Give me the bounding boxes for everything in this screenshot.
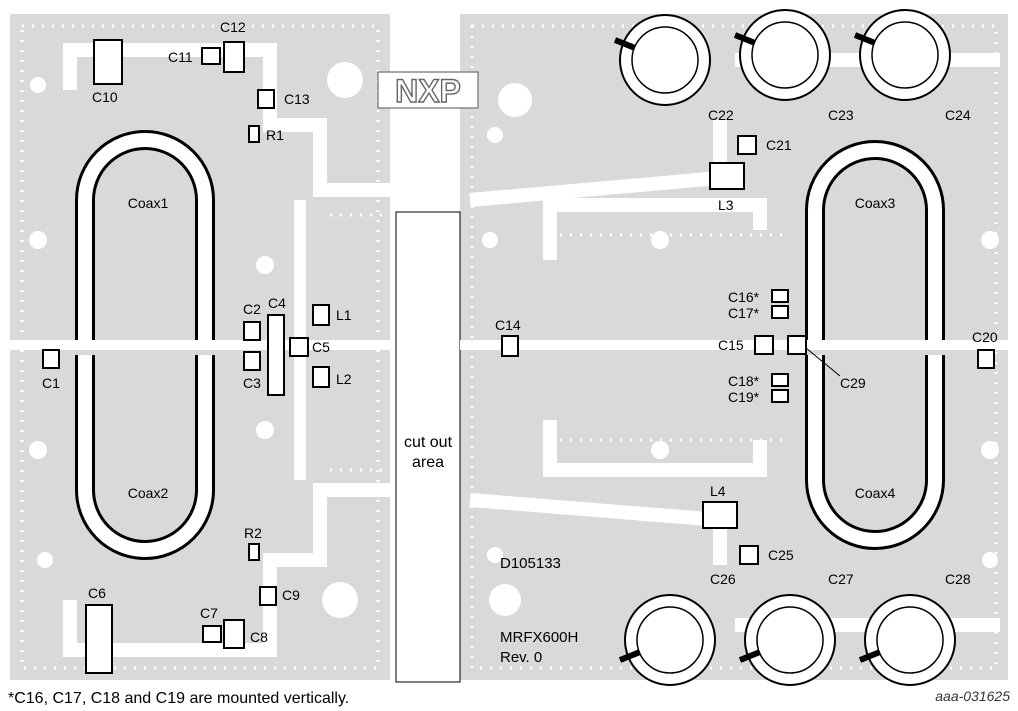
nxp-logo: NXP — [377, 71, 479, 110]
footnote: *C16, C17, C18 and C19 are mounted verti… — [8, 690, 350, 707]
part-c21 — [737, 135, 757, 155]
part-c2 — [243, 321, 261, 341]
capacitor-c27 — [738, 594, 836, 686]
mounting-holes — [29, 62, 999, 618]
capacitor-c23 — [733, 9, 831, 101]
part-c20 — [977, 349, 995, 369]
label-c7: C7 — [200, 605, 218, 621]
cutout-label-line1: cut out — [404, 434, 453, 451]
label-c28: C28 — [945, 571, 971, 587]
label-coax2: Coax2 — [128, 485, 169, 501]
label-c12: C12 — [220, 19, 246, 35]
part-c17 — [771, 305, 789, 319]
label-c14: C14 — [495, 317, 521, 333]
part-c1 — [42, 349, 60, 369]
capacitor-c22 — [613, 14, 711, 106]
part-c13 — [257, 89, 275, 109]
label-c13: C13 — [284, 91, 310, 107]
label-c26: C26 — [710, 571, 736, 587]
label-c5: C5 — [312, 339, 330, 355]
smd-components — [42, 39, 995, 674]
part-r1 — [248, 125, 260, 143]
part-c7 — [202, 625, 222, 643]
label-c25: C25 — [768, 547, 794, 563]
part-c19 — [771, 389, 789, 403]
label-c15: C15 — [718, 337, 744, 353]
c29-leader-line — [805, 347, 841, 377]
label-c10: C10 — [92, 89, 118, 105]
part-c4 — [267, 314, 285, 396]
part-c8 — [223, 619, 245, 649]
part-c6 — [85, 604, 113, 674]
part-c5 — [289, 337, 309, 357]
label-coax3: Coax3 — [855, 195, 896, 211]
part-c9 — [259, 586, 277, 606]
cutout-label-line2: area — [412, 454, 444, 471]
label-c11: C11 — [168, 49, 193, 65]
part-r2 — [248, 543, 260, 561]
label-r2: R2 — [244, 525, 262, 541]
label-c17: C17* — [728, 305, 760, 321]
logo-text: NXP — [395, 73, 461, 109]
coax1-coax2-loop — [75, 130, 215, 560]
part-c29 — [787, 335, 807, 355]
part-c14 — [501, 335, 519, 357]
via-rows — [20, 24, 998, 670]
coax3-coax4-loop — [805, 140, 945, 550]
label-c1: C1 — [42, 375, 60, 391]
label-c9: C9 — [282, 587, 300, 603]
label-c24: C24 — [945, 107, 971, 123]
board-revision: Rev. 0 — [500, 649, 542, 666]
part-l4 — [702, 501, 738, 529]
part-c16 — [771, 289, 789, 303]
part-c3 — [243, 351, 261, 371]
label-c18: C18* — [728, 373, 760, 389]
label-coax1: Coax1 — [128, 195, 169, 211]
label-c19: C19* — [728, 389, 760, 405]
figure-id: aaa-031625 — [935, 688, 1010, 704]
part-c18 — [771, 373, 789, 387]
cutout-area — [395, 211, 461, 683]
label-c23: C23 — [828, 107, 854, 123]
part-c12 — [223, 41, 245, 73]
label-c4: C4 — [268, 295, 286, 311]
part-c10 — [93, 39, 123, 85]
label-c16: C16* — [728, 289, 760, 305]
capacitor-c24 — [853, 9, 951, 101]
label-c20: C20 — [972, 329, 998, 345]
board-device: MRFX600H — [500, 629, 578, 646]
label-r1: R1 — [266, 127, 284, 143]
label-l4: L4 — [710, 483, 726, 499]
part-c25 — [739, 545, 759, 565]
part-c11 — [201, 47, 221, 65]
label-c8: C8 — [250, 629, 268, 645]
label-c3: C3 — [243, 375, 261, 391]
part-l3 — [709, 162, 745, 190]
pcb-layout-diagram: NXP cut out area Coax1 Coax2 Coax3 Coax4… — [10, 9, 1008, 686]
label-c21: C21 — [766, 137, 792, 153]
part-c15 — [754, 335, 774, 355]
label-c22: C22 — [708, 107, 734, 123]
label-l3: L3 — [718, 197, 734, 213]
label-coax4: Coax4 — [855, 485, 896, 501]
label-c29: C29 — [840, 375, 866, 391]
label-c27: C27 — [828, 571, 854, 587]
capacitor-c26 — [618, 594, 716, 686]
label-l1: L1 — [336, 307, 352, 323]
part-l1 — [312, 304, 330, 326]
label-c2: C2 — [243, 301, 261, 317]
board-part-number: D105133 — [500, 555, 561, 572]
label-l2: L2 — [336, 371, 352, 387]
part-l2 — [312, 366, 330, 388]
capacitor-c28 — [858, 594, 956, 686]
label-c6: C6 — [88, 585, 106, 601]
